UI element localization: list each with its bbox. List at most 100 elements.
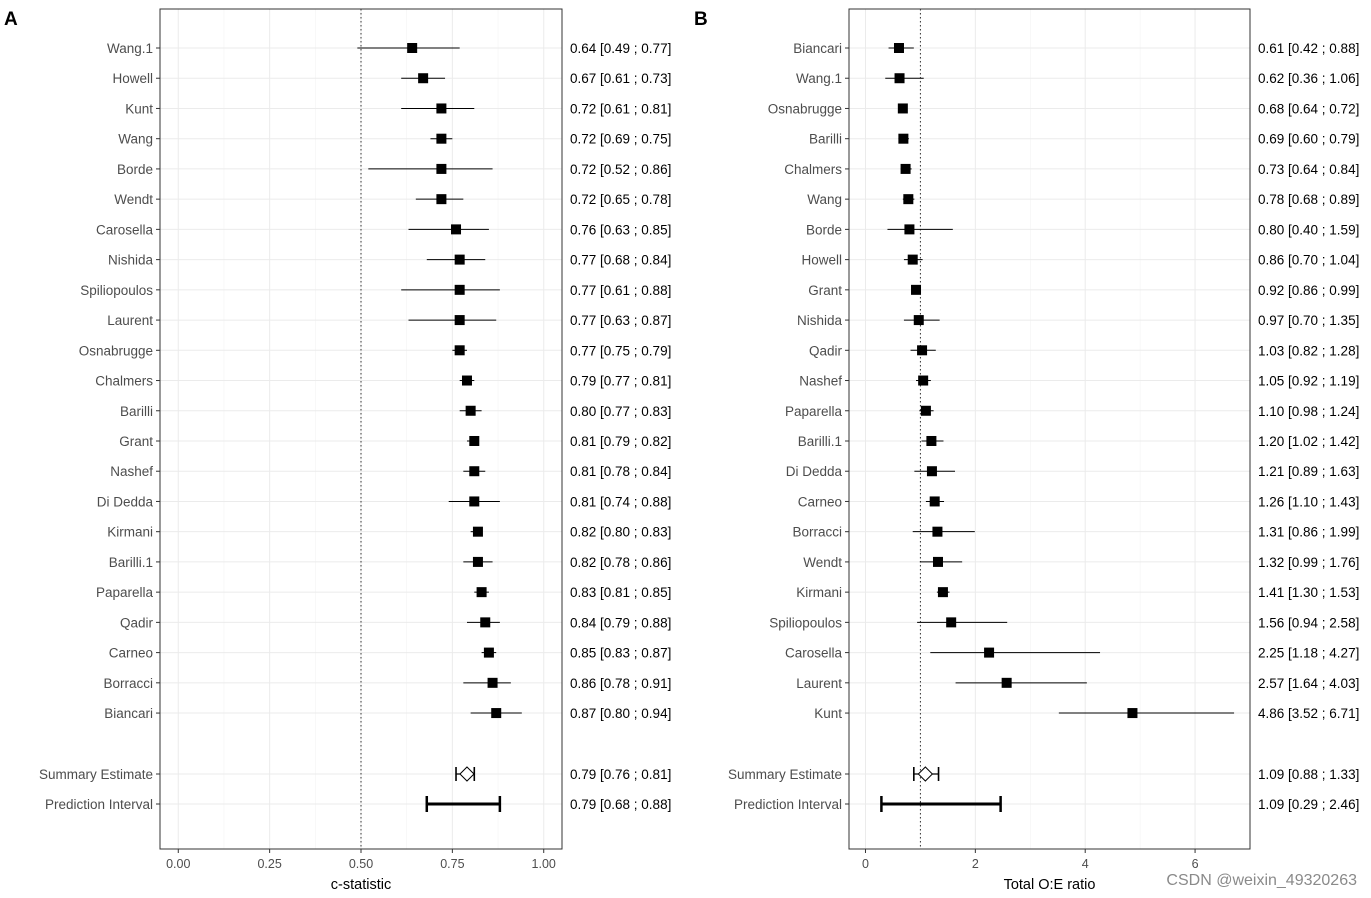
study-name-label: Wang [118, 132, 153, 147]
study-name-label: Biancari [104, 706, 153, 721]
summary-diamond [917, 766, 934, 782]
study-name-label: Qadir [809, 343, 843, 358]
study-ci-label: 0.84 [0.79 ; 0.88] [570, 615, 671, 630]
study-ci-label: 1.31 [0.86 ; 1.99] [1258, 525, 1359, 540]
study-point [454, 254, 465, 265]
study-ci-label: 0.85 [0.83 ; 0.87] [570, 646, 671, 661]
summary-ci-label: 0.79 [0.76 ; 0.81] [570, 767, 671, 782]
study-ci-label: 0.77 [0.75 ; 0.79] [570, 343, 671, 358]
study-name-label: Borracci [792, 525, 842, 540]
study-ci-label: 0.79 [0.77 ; 0.81] [570, 374, 671, 389]
study-point [436, 194, 447, 205]
prediction-name-label: Prediction Interval [45, 797, 153, 812]
study-ci-label: 1.32 [0.99 ; 1.76] [1258, 555, 1359, 570]
study-name-label: Carosella [785, 646, 843, 661]
study-name-label: Howell [801, 253, 842, 268]
study-point [904, 224, 915, 235]
x-axis-tick-label: 4 [1082, 857, 1089, 871]
study-name-label: Howell [112, 71, 153, 86]
study-point [465, 405, 476, 416]
study-ci-label: 0.76 [0.63 ; 0.85] [570, 222, 671, 237]
study-ci-label: 0.86 [0.70 ; 1.04] [1258, 253, 1359, 268]
study-ci-label: 0.77 [0.61 ; 0.88] [570, 283, 671, 298]
study-name-label: Kirmani [796, 585, 842, 600]
study-ci-label: 1.10 [0.98 ; 1.24] [1258, 404, 1359, 419]
x-axis-tick-label: 0.25 [257, 857, 281, 871]
study-ci-label: 1.21 [0.89 ; 1.63] [1258, 464, 1359, 479]
study-ci-label: 2.57 [1.64 ; 4.03] [1258, 676, 1359, 691]
study-name-label: Borde [117, 162, 153, 177]
study-name-label: Di Dedda [786, 464, 843, 479]
study-name-label: Borracci [103, 676, 153, 691]
study-point [932, 526, 943, 537]
study-ci-label: 1.03 [0.82 ; 1.28] [1258, 343, 1359, 358]
study-point [472, 526, 483, 537]
study-name-label: Nashef [110, 464, 153, 479]
prediction-ci-label: 1.09 [0.29 ; 2.46] [1258, 797, 1359, 812]
study-name-label: Biancari [793, 41, 842, 56]
study-point [451, 224, 462, 235]
study-name-label: Wang [807, 192, 842, 207]
prediction-ci-label: 0.79 [0.68 ; 0.88] [570, 797, 671, 812]
study-point [1127, 708, 1138, 719]
study-name-label: Wendt [114, 192, 153, 207]
study-point [436, 163, 447, 174]
study-ci-label: 0.87 [0.80 ; 0.94] [570, 706, 671, 721]
study-point [907, 254, 918, 265]
study-name-label: Paparella [785, 404, 843, 419]
study-point [926, 466, 937, 477]
study-ci-label: 0.78 [0.68 ; 0.89] [1258, 192, 1359, 207]
study-name-label: Chalmers [95, 374, 153, 389]
study-ci-label: 4.86 [3.52 ; 6.71] [1258, 706, 1359, 721]
study-name-label: Chalmers [784, 162, 842, 177]
study-name-label: Wendt [803, 555, 842, 570]
study-ci-label: 0.61 [0.42 ; 0.88] [1258, 41, 1359, 56]
study-ci-label: 1.05 [0.92 ; 1.19] [1258, 374, 1359, 389]
study-point [469, 496, 480, 507]
summary-ci-label: 1.09 [0.88 ; 1.33] [1258, 767, 1359, 782]
study-ci-label: 0.72 [0.52 ; 0.86] [570, 162, 671, 177]
study-ci-label: 1.20 [1.02 ; 1.42] [1258, 434, 1359, 449]
study-name-label: Osnabrugge [79, 343, 153, 358]
study-name-label: Kirmani [107, 525, 153, 540]
study-point [917, 345, 928, 356]
study-point [472, 556, 483, 567]
study-point [893, 43, 904, 53]
study-name-label: Nashef [799, 374, 842, 389]
study-name-label: Carneo [109, 646, 153, 661]
study-point [436, 133, 447, 144]
study-name-label: Borde [806, 222, 842, 237]
study-point [903, 194, 914, 205]
study-ci-label: 0.68 [0.64 ; 0.72] [1258, 101, 1359, 116]
study-ci-label: 0.72 [0.65 ; 0.78] [570, 192, 671, 207]
study-point [900, 163, 911, 174]
watermark-text: CSDN @weixin_49320263 [1166, 872, 1357, 889]
study-ci-label: 0.72 [0.69 ; 0.75] [570, 132, 671, 147]
study-point [929, 496, 940, 507]
study-ci-label: 0.86 [0.78 ; 0.91] [570, 676, 671, 691]
study-name-label: Laurent [796, 676, 842, 691]
plot-border [848, 8, 1251, 850]
study-point [911, 284, 922, 295]
study-point [918, 375, 929, 386]
study-name-label: Grant [119, 434, 153, 449]
study-ci-label: 0.97 [0.70 ; 1.35] [1258, 313, 1359, 328]
study-ci-label: 0.82 [0.80 ; 0.83] [570, 525, 671, 540]
summary-name-label: Summary Estimate [39, 767, 153, 782]
study-point [469, 466, 480, 477]
study-ci-label: 1.26 [1.10 ; 1.43] [1258, 494, 1359, 509]
study-ci-label: 0.81 [0.78 ; 0.84] [570, 464, 671, 479]
x-axis-tick-label: 2 [972, 857, 979, 871]
study-point [487, 677, 498, 688]
study-name-label: Osnabrugge [768, 101, 842, 116]
study-point [418, 73, 429, 84]
study-ci-label: 1.56 [0.94 ; 2.58] [1258, 615, 1359, 630]
summary-diamond [459, 766, 475, 782]
study-point [461, 375, 472, 386]
study-point [476, 587, 487, 598]
study-point [937, 587, 948, 598]
study-ci-label: 0.81 [0.79 ; 0.82] [570, 434, 671, 449]
study-name-label: Barilli [120, 404, 153, 419]
